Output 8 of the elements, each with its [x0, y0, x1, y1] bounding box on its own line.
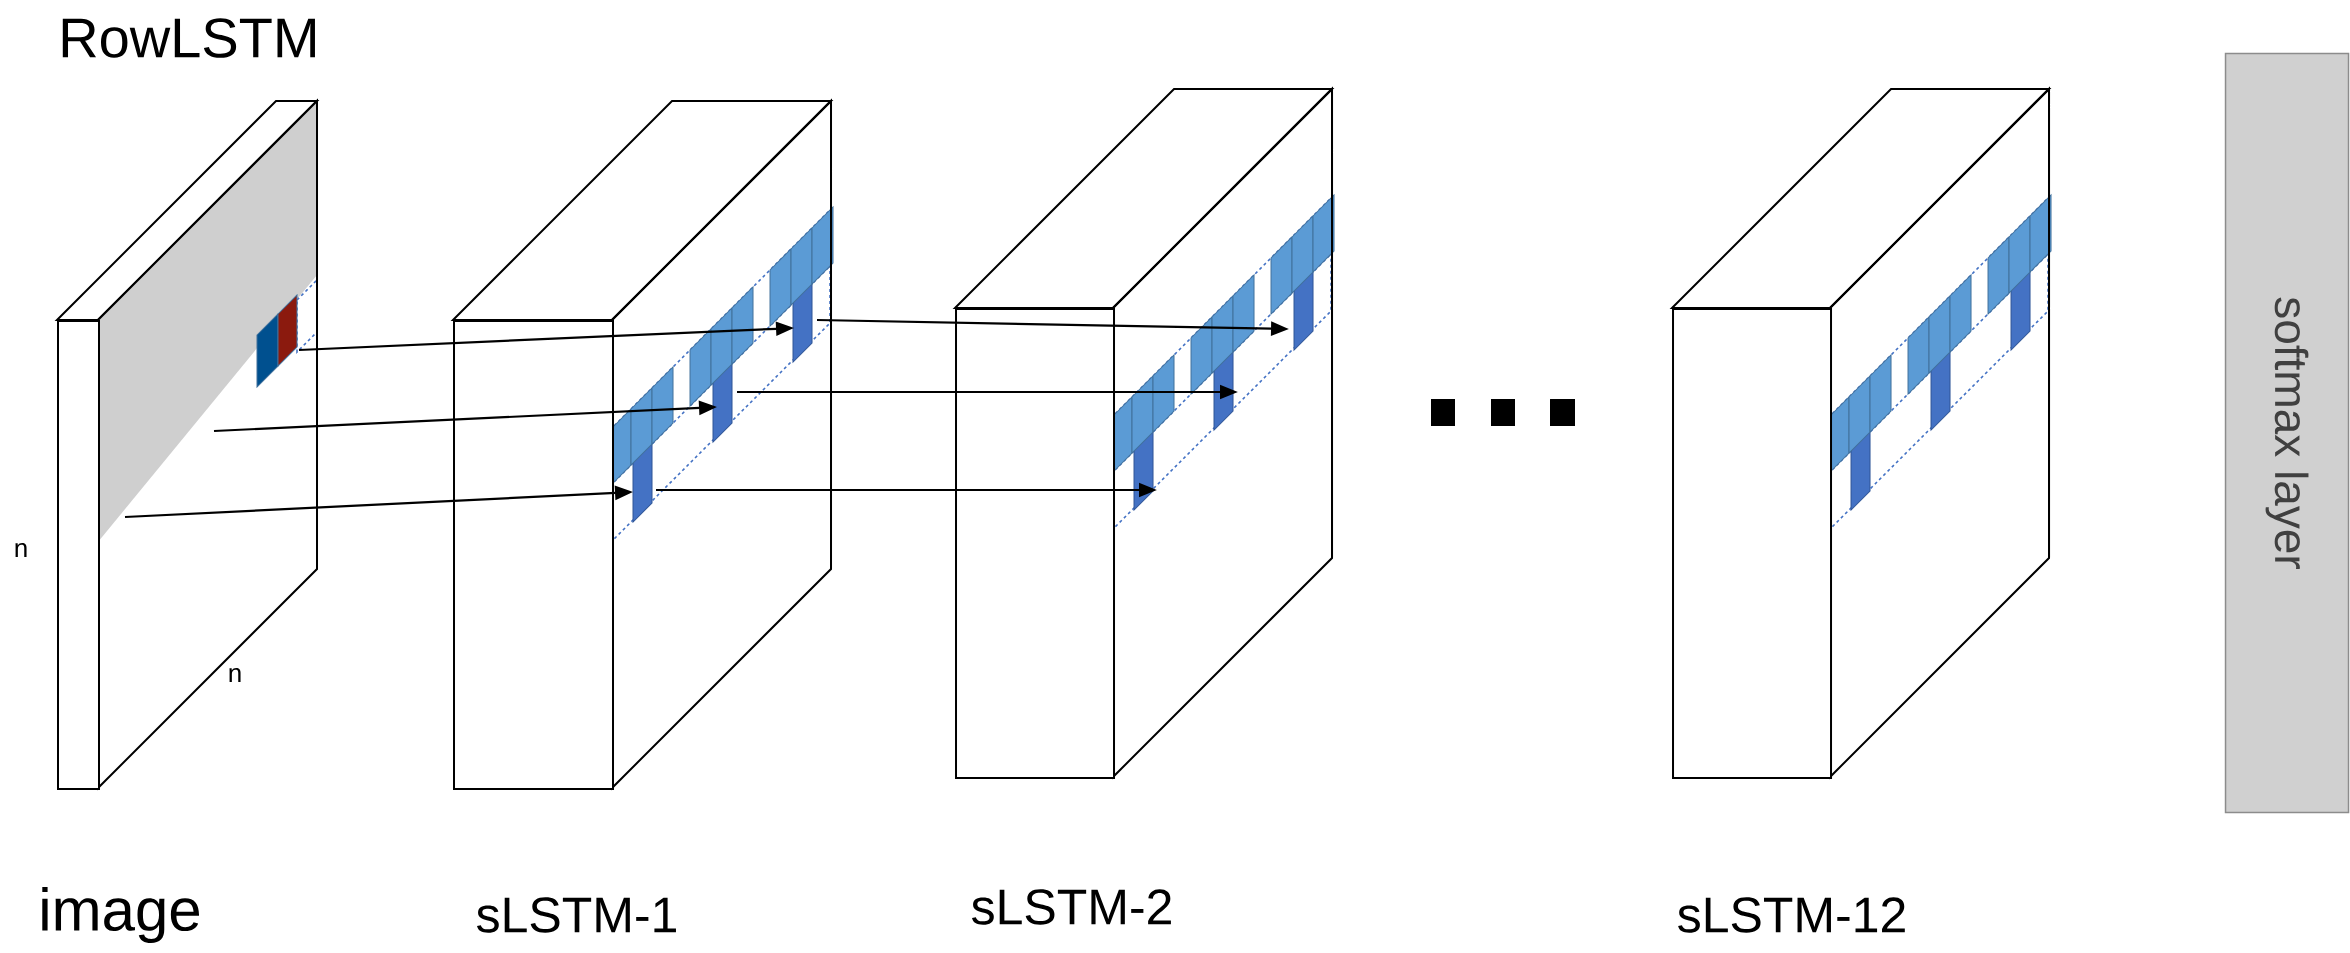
- node-label: image: [42, 887, 199, 943]
- node-label: sLSTM-1: [477, 897, 676, 933]
- node-label: sLSTM-2: [972, 889, 1171, 925]
- title: RowLSTM: [62, 18, 315, 58]
- layer-box: softmax layer: [2224, 52, 2350, 814]
- node-label: sLSTM-12: [1678, 897, 1905, 933]
- dimension-label: n: [15, 543, 27, 557]
- dimension-label: n: [229, 668, 241, 682]
